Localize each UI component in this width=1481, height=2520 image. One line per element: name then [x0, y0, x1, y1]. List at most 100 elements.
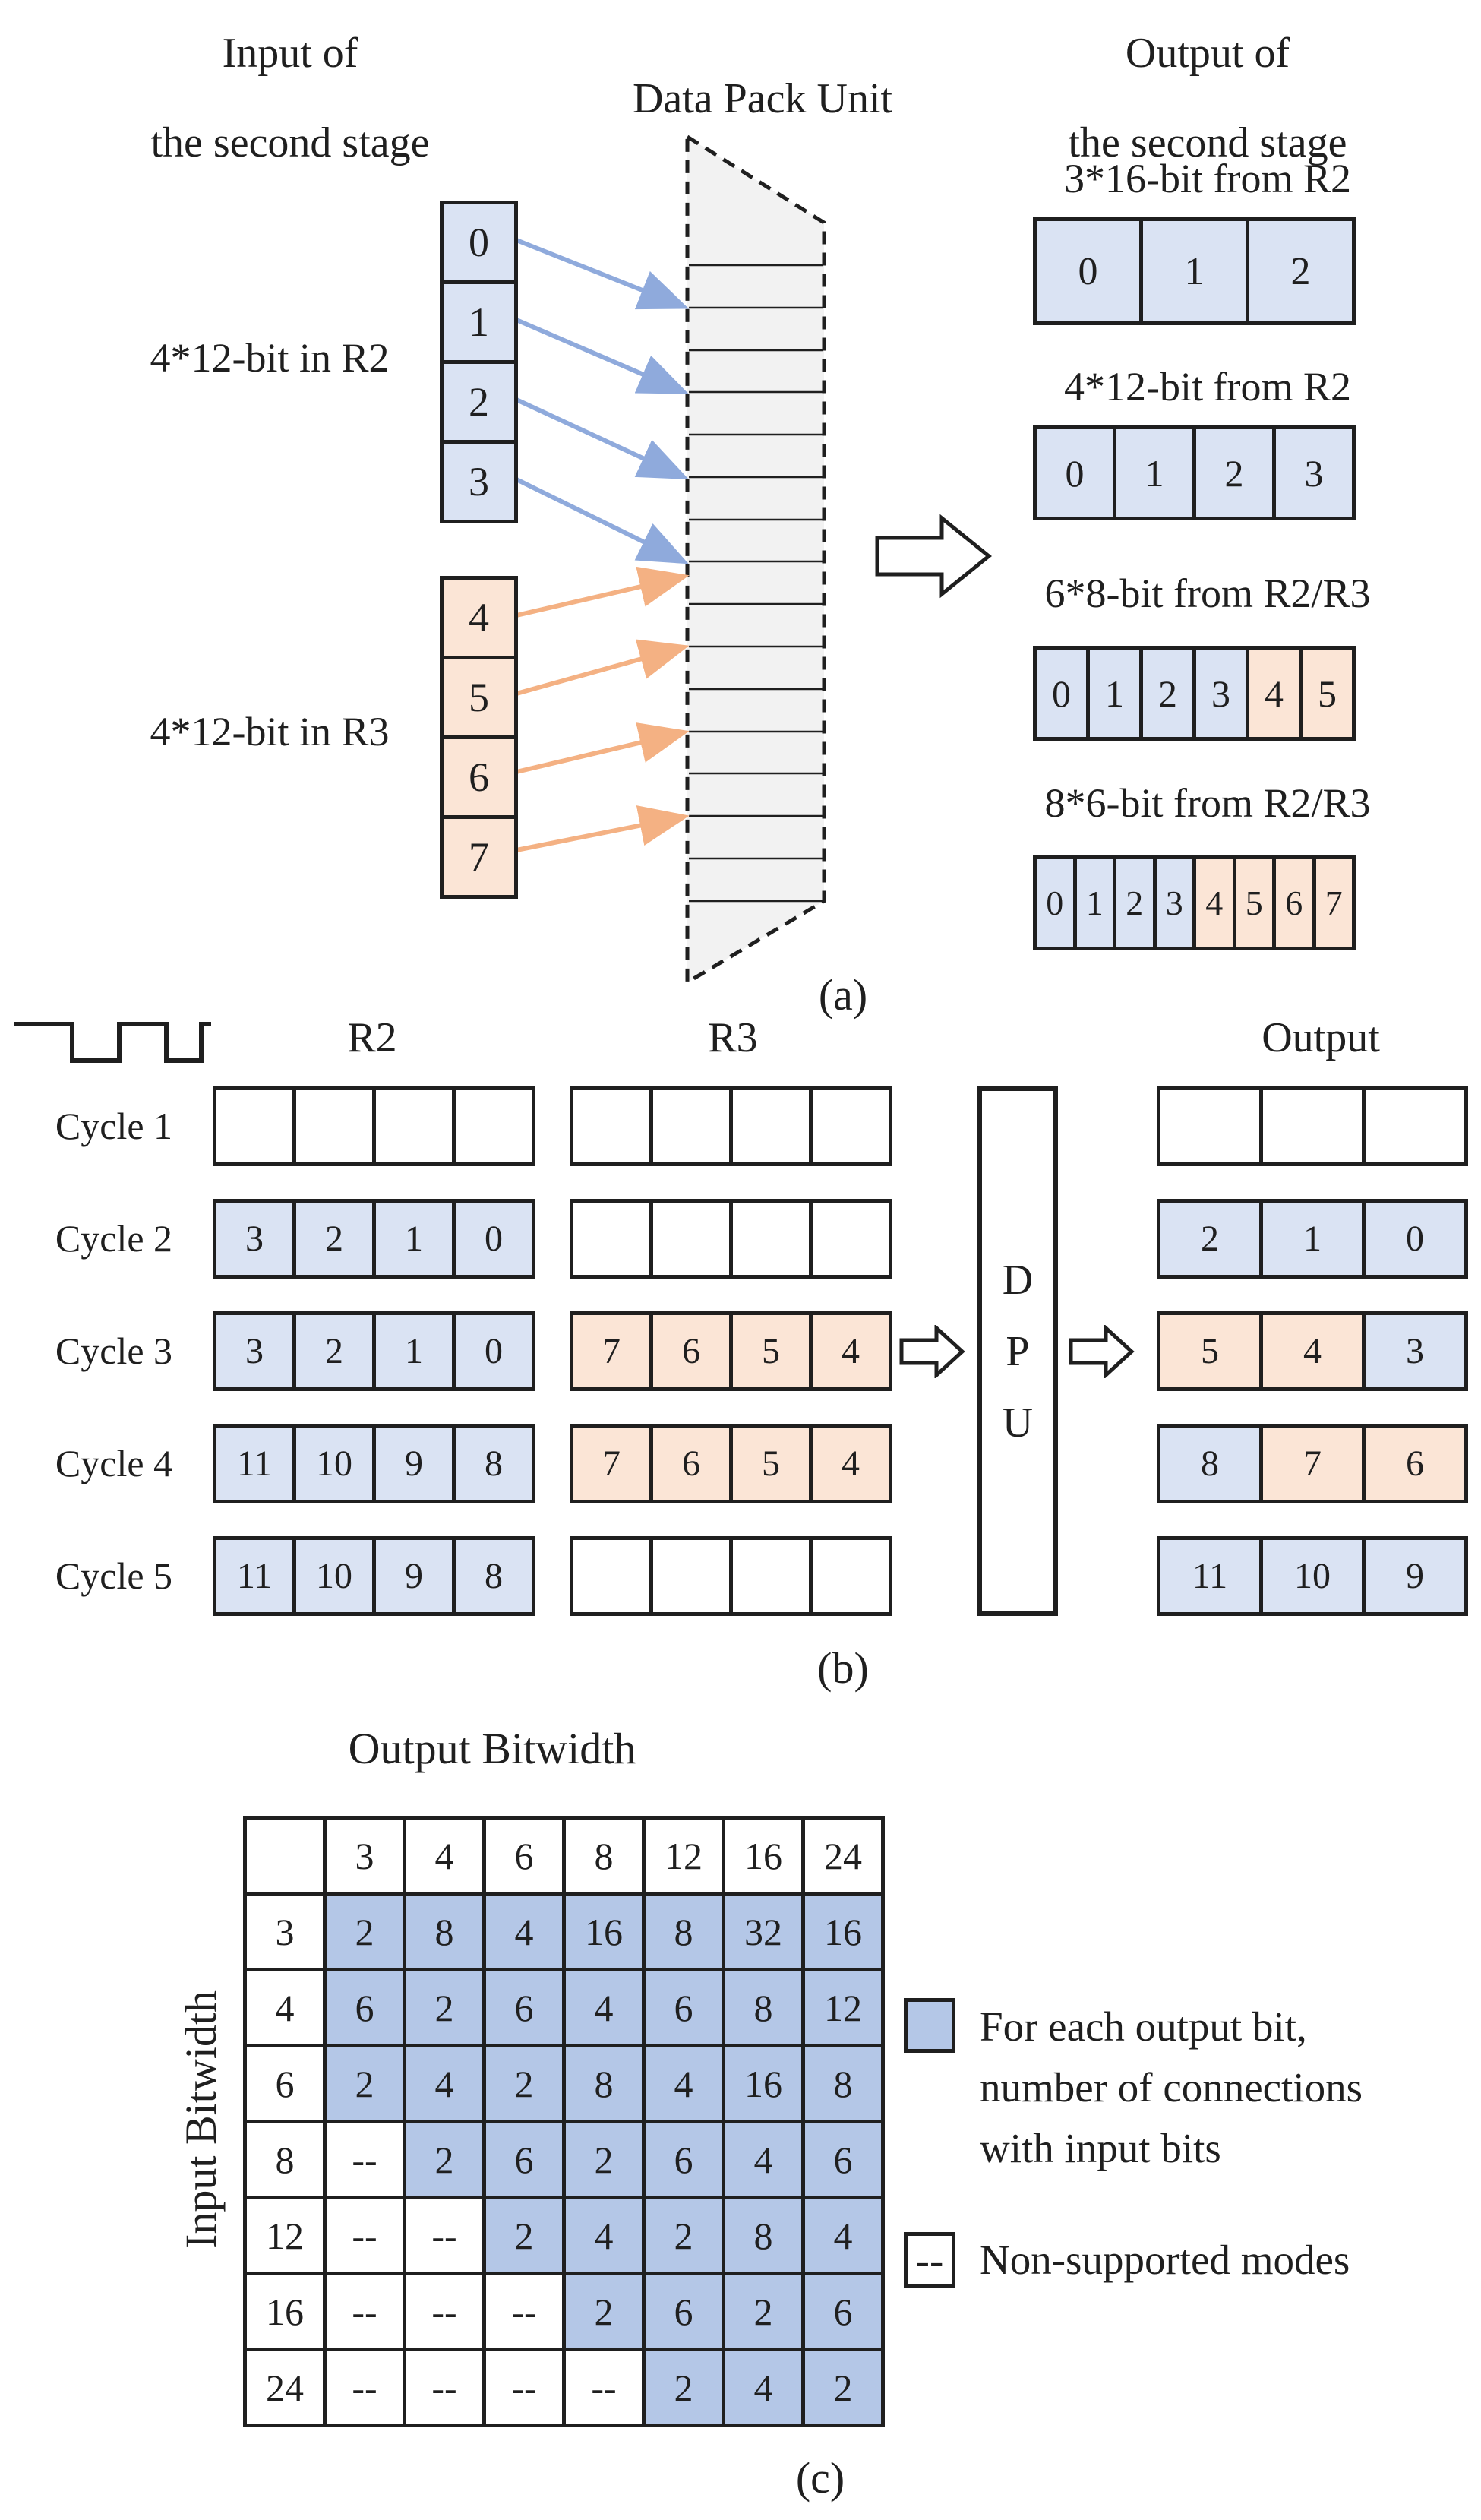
table-cell: 6 [642, 2272, 722, 2348]
register-cell: 7 [1259, 1424, 1366, 1503]
table-title: Output Bitwidth [348, 1724, 636, 1773]
output-title-line2: the second stage [1068, 119, 1347, 166]
dpu-letter: D [1002, 1256, 1034, 1304]
table-side-label: Input Bitwidth [176, 1990, 226, 2249]
out-cell: 3 [1152, 855, 1196, 950]
table-cell: 8 [801, 2044, 881, 2120]
register-cell: 7 [570, 1311, 653, 1391]
input-title-line2: the second stage [150, 119, 430, 166]
table-cell: 8 [562, 2044, 642, 2120]
out-cell: 7 [1312, 855, 1356, 950]
legend-text-line: For each output bit, [980, 2003, 1307, 2050]
table-cell: 4 [642, 2044, 722, 2120]
output-title-line1: Output of [1125, 30, 1290, 77]
register-cell: 3 [213, 1199, 296, 1279]
table-cell: 8 [722, 1968, 801, 2044]
register-cell: 11 [213, 1424, 296, 1503]
out-cell: 1 [1113, 425, 1196, 520]
table-cell: 6 [482, 1816, 562, 1892]
register-cell [570, 1536, 653, 1616]
caption-c: (c) [795, 2453, 845, 2503]
clock-waveform-icon [14, 1022, 211, 1063]
table-cell: 8 [562, 1816, 642, 1892]
register-cell: 9 [372, 1536, 456, 1616]
table-cell: 6 [482, 2120, 562, 2196]
register-cell: 10 [292, 1536, 376, 1616]
register-cell [1259, 1086, 1366, 1166]
register-cell: 11 [213, 1536, 296, 1616]
register-cell [570, 1199, 653, 1279]
table-cell: 2 [403, 2120, 482, 2196]
register-cell [570, 1086, 653, 1166]
table-cell: 24 [243, 2348, 323, 2424]
r3-register [570, 1536, 892, 1616]
table-cell: 12 [243, 2196, 323, 2272]
register-cell: 1 [372, 1311, 456, 1391]
table-cell: 16 [722, 1816, 801, 1892]
table-cell: 16 [722, 2044, 801, 2120]
cycle-label: Cycle 1 [55, 1105, 173, 1147]
out-cell: 1 [1072, 855, 1116, 950]
table-cell: 16 [243, 2272, 323, 2348]
table-cell: 4 [801, 2196, 881, 2272]
register-cell: 8 [452, 1536, 535, 1616]
table-cell: 2 [801, 2348, 881, 2424]
table-cell: 2 [482, 2196, 562, 2272]
table-cell: 6 [801, 2120, 881, 2196]
cycle-label: Cycle 5 [55, 1554, 173, 1597]
table-cell: 2 [403, 1968, 482, 2044]
table-cell: 2 [562, 2272, 642, 2348]
register-cell: 7 [570, 1424, 653, 1503]
out-cell: 5 [1299, 646, 1356, 741]
table-cell: -- [403, 2348, 482, 2424]
table-cell: 16 [562, 1892, 642, 1968]
register-cell: 4 [809, 1311, 892, 1391]
register-cell: 6 [649, 1311, 733, 1391]
register-cell: 0 [1362, 1199, 1468, 1279]
out1-heading: 3*16-bit from R2 [1064, 156, 1351, 201]
stack-cell: 2 [440, 360, 518, 444]
table-cell: 6 [243, 2044, 323, 2120]
register-cell [809, 1199, 892, 1279]
register-cell [649, 1086, 733, 1166]
table-cell: 4 [722, 2120, 801, 2196]
table-cell: -- [482, 2272, 562, 2348]
block-arrow-icon [875, 514, 992, 599]
register-cell: 0 [452, 1199, 535, 1279]
table-cell: 4 [562, 2196, 642, 2272]
out-cell: 0 [1033, 646, 1090, 741]
input-title-line1: Input of [222, 30, 358, 77]
legend-text-line: number of connections [980, 2064, 1363, 2111]
stack-cell: 7 [440, 815, 518, 899]
block-arrow-icon [1069, 1325, 1135, 1378]
register-cell: 9 [1362, 1536, 1468, 1616]
header-output: Output [1262, 1014, 1380, 1061]
register-cell [729, 1199, 813, 1279]
register-cell: 1 [372, 1199, 456, 1279]
register-cell: 10 [292, 1424, 376, 1503]
out-cell: 0 [1033, 855, 1077, 950]
table-cell: 16 [801, 1892, 881, 1968]
table-cell: 6 [801, 2272, 881, 2348]
register-cell: 9 [372, 1424, 456, 1503]
register-cell [809, 1086, 892, 1166]
table-cell: -- [403, 2272, 482, 2348]
table-cell: 8 [722, 2196, 801, 2272]
cycle-label: Cycle 4 [55, 1442, 173, 1484]
table-cell: -- [323, 2272, 403, 2348]
register-cell: 2 [292, 1311, 376, 1391]
register-cell: 5 [729, 1311, 813, 1391]
out-cell: 2 [1246, 217, 1356, 325]
out-cell: 2 [1113, 855, 1157, 950]
register-cell: 2 [1157, 1199, 1263, 1279]
